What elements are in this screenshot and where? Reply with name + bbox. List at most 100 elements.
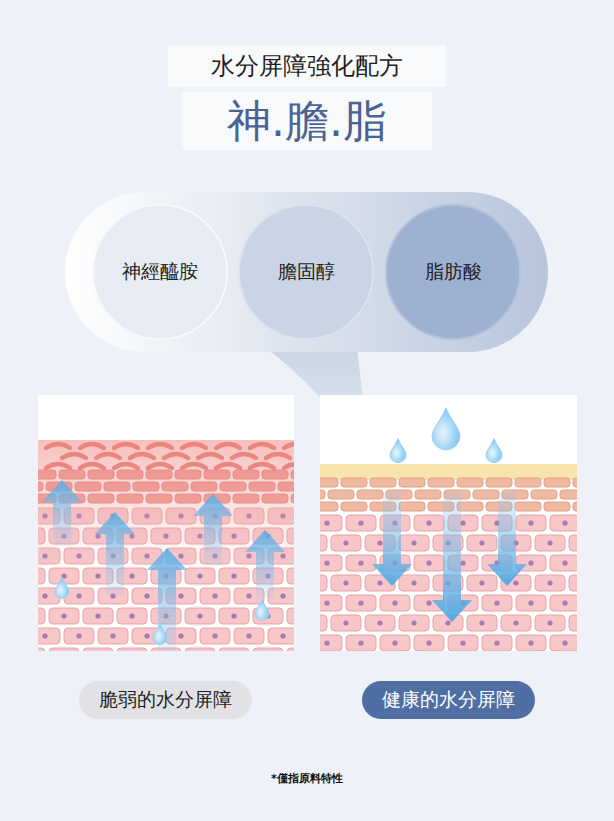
- skin-cell: [49, 648, 79, 651]
- water-drop: [153, 623, 167, 644]
- cell-nucleus: [178, 593, 183, 598]
- cell-nucleus: [246, 593, 251, 598]
- cell-nucleus: [528, 600, 533, 605]
- cell-nucleus: [246, 633, 251, 638]
- cell-nucleus: [562, 600, 567, 605]
- skin-cell: [38, 628, 60, 644]
- node-text: 健康的水分屏障: [382, 687, 515, 713]
- cell-nucleus: [61, 613, 66, 618]
- cell-nucleus: [426, 520, 431, 525]
- cell-nucleus: [358, 560, 363, 565]
- skin-cell: [331, 535, 361, 551]
- cell-nucleus: [343, 540, 348, 545]
- cell-nucleus: [528, 560, 533, 565]
- footnote: *僅指原料特性: [271, 771, 343, 786]
- skin-cell: [331, 575, 361, 591]
- cell-nucleus: [479, 580, 484, 585]
- skin-cell: [320, 615, 327, 631]
- cell-nucleus: [76, 593, 81, 598]
- status-pill: 健康的水分屏障: [362, 681, 535, 719]
- skin-cell: [467, 615, 497, 631]
- cell-nucleus: [494, 600, 499, 605]
- cell-nucleus: [528, 640, 533, 645]
- water-loss-arrow: [245, 530, 285, 598]
- skin-cell: [219, 608, 249, 624]
- water-drop: [55, 577, 69, 598]
- skin-cell: [320, 575, 327, 591]
- skin-cell: [414, 515, 444, 531]
- title: 水分屏障強化配方: [211, 50, 403, 82]
- cell-nucleus: [324, 640, 329, 645]
- ingredient-circle: 神經醯胺: [92, 204, 228, 340]
- cell-nucleus: [426, 600, 431, 605]
- skin-cell: [516, 635, 546, 651]
- skin-cell: [83, 608, 113, 624]
- cell-nucleus: [377, 580, 382, 585]
- cell-nucleus: [562, 520, 567, 525]
- cell-nucleus: [324, 520, 329, 525]
- cell-nucleus: [324, 560, 329, 565]
- cell-nucleus: [358, 520, 363, 525]
- cell-nucleus: [343, 620, 348, 625]
- skin-cell: [544, 502, 570, 511]
- skin-cell: [482, 635, 512, 651]
- skin-cell: [399, 535, 429, 551]
- skin-cell: [346, 515, 376, 531]
- skin-cell: [573, 478, 577, 487]
- node-text: 脆弱的水分屏障: [99, 687, 232, 713]
- cell-nucleus: [324, 600, 329, 605]
- water-loss-arrow: [147, 548, 187, 651]
- skin-cell: [516, 595, 546, 611]
- skin-cell: [535, 535, 565, 551]
- skin-cell: [320, 595, 342, 611]
- skin-cell: [320, 535, 327, 551]
- skin-cell: [200, 628, 230, 644]
- cell-nucleus: [562, 560, 567, 565]
- skin-cell: [535, 575, 565, 591]
- cell-nucleus: [343, 580, 348, 585]
- skin-cell: [287, 648, 294, 651]
- skin-cell: [64, 628, 94, 644]
- skin-cell: [320, 555, 342, 571]
- water-drop: [255, 599, 269, 620]
- skin-cell: [550, 515, 577, 531]
- skin-cell: [346, 595, 376, 611]
- cell-nucleus: [197, 613, 202, 618]
- skin-cell: [569, 535, 577, 551]
- skin-cell: [320, 478, 338, 487]
- cell-nucleus: [547, 580, 552, 585]
- skin-cell: [185, 648, 215, 651]
- cell-nucleus: [280, 593, 285, 598]
- skin-cell: [219, 648, 249, 651]
- panel-ground: [320, 395, 577, 651]
- skin-cell: [414, 635, 444, 651]
- cell-nucleus: [479, 540, 484, 545]
- water-loss-arrow: [193, 494, 233, 565]
- ingredient-circle: 脂肪酸: [385, 204, 521, 340]
- skin-cell: [320, 635, 342, 651]
- skin-cell: [448, 635, 478, 651]
- skin-cell: [365, 615, 395, 631]
- skin-cell: [399, 478, 425, 487]
- node-text: 膽固醇: [278, 259, 335, 285]
- cell-nucleus: [513, 580, 518, 585]
- cell-nucleus: [513, 620, 518, 625]
- skin-cell: [467, 535, 497, 551]
- cell-nucleus: [411, 620, 416, 625]
- skin-cell: [268, 628, 294, 644]
- cell-nucleus: [411, 540, 416, 545]
- skin-cell: [38, 608, 45, 624]
- cell-nucleus: [76, 633, 81, 638]
- skin-cell: [569, 575, 577, 591]
- cell-nucleus: [426, 560, 431, 565]
- skin-cell: [399, 615, 429, 631]
- title-band: [182, 92, 432, 150]
- skin-cell: [357, 490, 383, 499]
- cell-nucleus: [426, 640, 431, 645]
- cell-nucleus: [280, 633, 285, 638]
- skin-cell: [560, 490, 577, 499]
- skin-cell: [569, 615, 577, 631]
- water-drop: [390, 439, 406, 463]
- hydration-arrow: [487, 492, 527, 586]
- status-pill: 脆弱的水分屏障: [79, 681, 252, 719]
